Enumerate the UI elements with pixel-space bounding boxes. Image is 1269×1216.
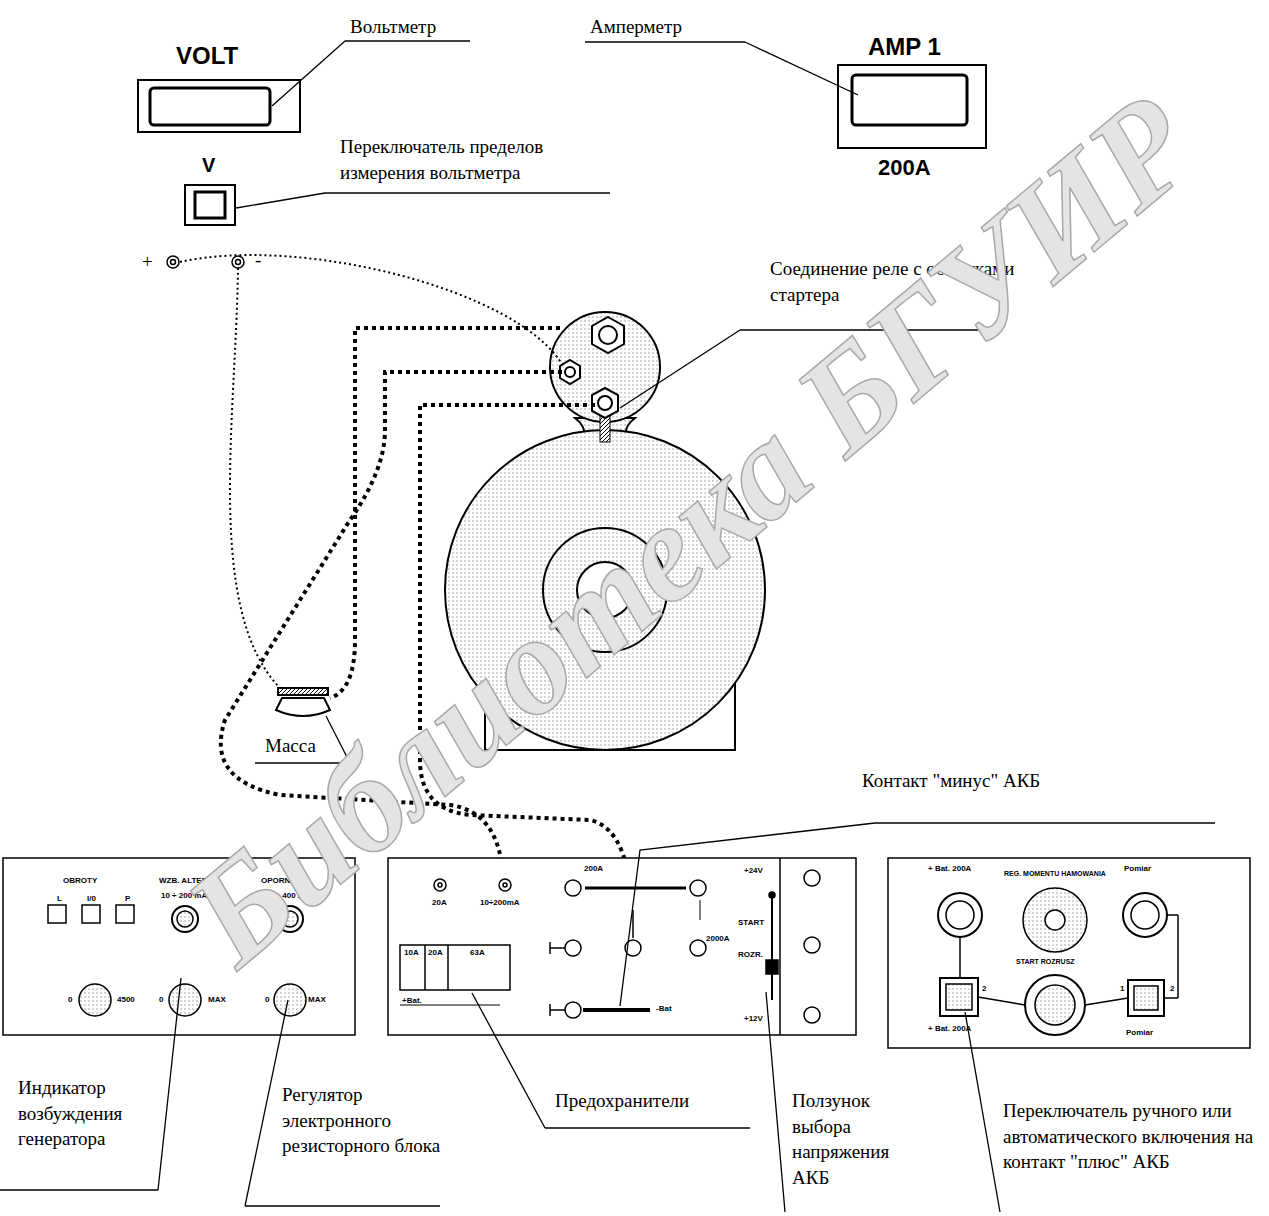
control-panel: OBROTY WZB. ALTER. OPORNICA L I/0 P 10 ÷ 200 m… bbox=[3, 858, 355, 1035]
panel-label: Pomiar bbox=[1126, 1028, 1153, 1037]
panel-label: 10 ÷ 200 mA bbox=[161, 891, 207, 900]
control-panel-drawing bbox=[888, 858, 1250, 1048]
panel-label: P bbox=[125, 894, 130, 903]
panel-label: I/0 bbox=[87, 894, 96, 903]
starter-motor bbox=[445, 312, 765, 750]
ground-clamp bbox=[276, 688, 330, 716]
callout-label: Переключатель ручного или автоматическог… bbox=[1003, 1098, 1261, 1175]
callout-label: Переключатель пределов измерения вольтме… bbox=[340, 134, 620, 185]
meter-box: VOLT bbox=[138, 42, 302, 134]
panel-label: 2 bbox=[982, 984, 986, 993]
panel-label: 0 ÷ 400 A bbox=[269, 891, 303, 900]
callout-label: Вольтметр bbox=[350, 14, 436, 40]
meter-label: AMP 1 bbox=[868, 33, 941, 61]
panel-label: -Bat bbox=[656, 1004, 672, 1013]
callout-label: Масса bbox=[265, 733, 316, 759]
range-switch bbox=[185, 185, 235, 225]
panel-label: 0 bbox=[265, 995, 269, 1004]
callout-label: Соединение реле с обмотками стартера bbox=[770, 256, 1040, 307]
callout-label: Предохранители bbox=[555, 1088, 689, 1114]
panel-label: 10A bbox=[404, 948, 419, 957]
panel-label: Pomiar bbox=[1124, 864, 1151, 873]
panel-label: 63A bbox=[470, 948, 485, 957]
panel-label: MAX bbox=[308, 995, 326, 1004]
panel-label: 4500 bbox=[117, 995, 135, 1004]
control-panel-drawing bbox=[3, 858, 355, 1035]
switch-box: V bbox=[185, 154, 237, 226]
panel-label: START bbox=[738, 918, 764, 927]
meter-label: VOLT bbox=[176, 42, 238, 70]
callout-label: + bbox=[142, 249, 153, 275]
panel-label: ROZR. bbox=[738, 950, 763, 959]
control-panel: 20A 10÷200mA 200A 10A 20A 63A +Bat. -Bat +24V STA… bbox=[388, 858, 856, 1035]
panel-label: +24V bbox=[744, 866, 763, 875]
panel-label: + Bat. 200A bbox=[928, 864, 971, 873]
panel-label: 2000A bbox=[706, 934, 730, 943]
panel-label: MAX bbox=[208, 995, 226, 1004]
panel-label: + Bat. 200A bbox=[928, 1024, 971, 1033]
panel-label: 10÷200mA bbox=[480, 898, 520, 907]
panel-label: 0 bbox=[159, 995, 163, 1004]
voltmeter-frame bbox=[138, 80, 300, 132]
panel-label: 200A bbox=[584, 864, 603, 873]
panel-label: 20A bbox=[432, 898, 447, 907]
panel-label: WZB. ALTER. bbox=[159, 876, 210, 885]
meter-box: AMP 1 200A bbox=[838, 33, 988, 185]
wire bbox=[180, 255, 632, 938]
control-panel: + Bat. 200AREG. MOMENTU HAMOWANIAPomiarS… bbox=[888, 858, 1250, 1048]
callout-label: Индикатор возбуждения генератора bbox=[18, 1075, 158, 1152]
panel-label: 0 bbox=[68, 995, 72, 1004]
callout-label: Амперметр bbox=[590, 14, 682, 40]
callout-label: Регулятор электронного резисторного блок… bbox=[282, 1082, 442, 1159]
control-panel-drawing bbox=[388, 858, 856, 1035]
panel-label: START ROZRUSZ bbox=[1016, 958, 1075, 966]
panel-label: 1 bbox=[1120, 984, 1124, 993]
panel-label: REG. MOMENTU HAMOWANIA bbox=[1004, 870, 1106, 878]
meter-label: V bbox=[202, 154, 215, 177]
meter-label: 200A bbox=[878, 155, 931, 180]
callout-label: Контакт "минус" АКБ bbox=[862, 768, 1162, 794]
panel-label: OBROTY bbox=[63, 876, 97, 885]
panel-label: +12V bbox=[744, 1014, 763, 1023]
panel-label: L bbox=[57, 894, 62, 903]
panel-label: 20A bbox=[428, 948, 443, 957]
panel-label: 2 bbox=[1170, 984, 1174, 993]
callout-label: - bbox=[255, 247, 261, 273]
leader-line bbox=[0, 41, 1215, 1212]
panel-label: OPORNICA bbox=[261, 876, 304, 885]
ammeter-frame bbox=[838, 65, 986, 148]
panel-label: +Bat. bbox=[402, 996, 422, 1005]
watermark: Библиотека БГУИР bbox=[162, 71, 1217, 988]
callout-label: Ползунок выбора напряжения АКБ bbox=[792, 1088, 904, 1191]
